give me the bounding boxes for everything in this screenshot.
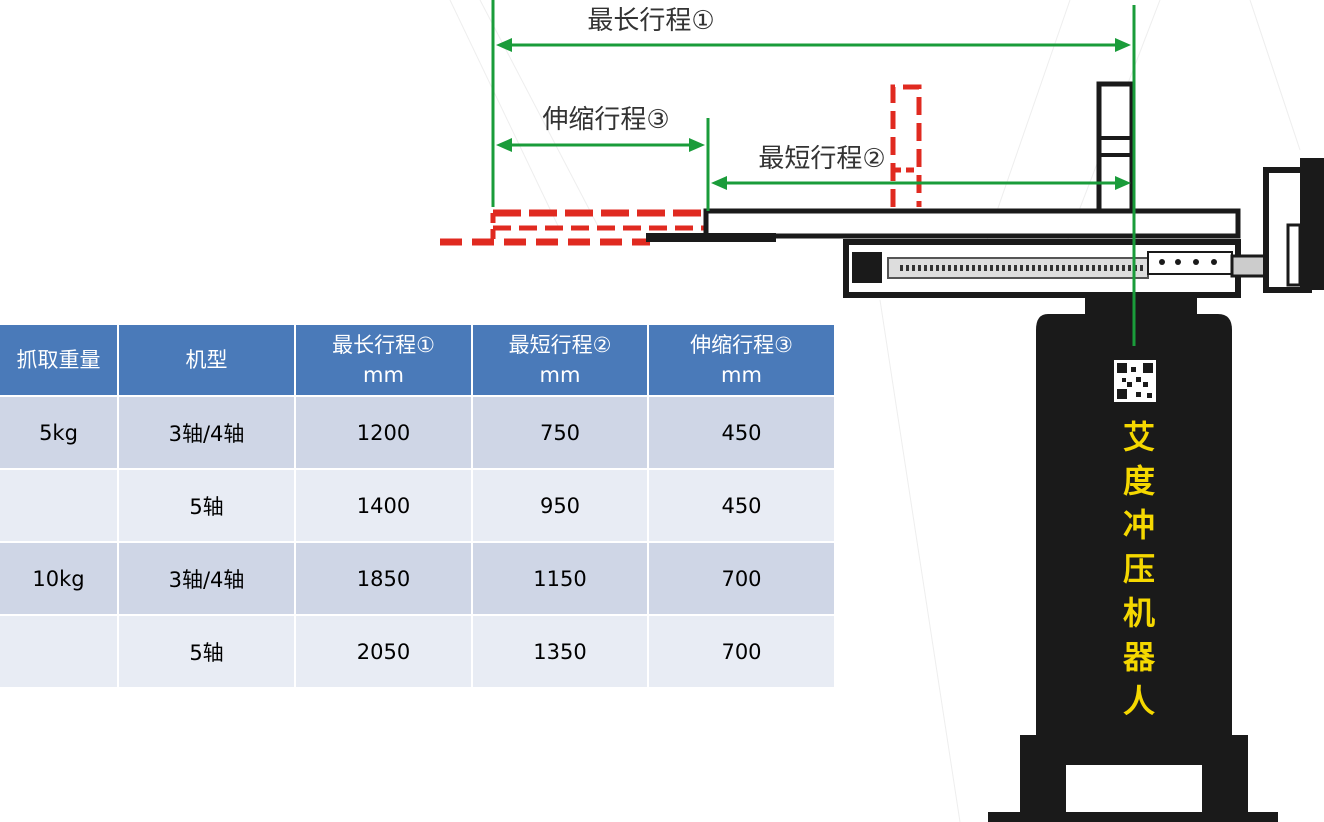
table-row: 5轴 2050 1350 700	[0, 616, 836, 689]
shortest-stroke-label: 最短行程②	[758, 144, 885, 174]
table-cell: 5轴	[119, 616, 296, 689]
table-cell: 5轴	[119, 470, 296, 543]
table-cell: 10kg	[0, 543, 119, 616]
table-cell: 950	[473, 470, 649, 543]
table-cell: 2050	[296, 616, 473, 689]
table-cell: 1200	[296, 397, 473, 470]
table-cell: 1850	[296, 543, 473, 616]
brand-char: 机	[1123, 594, 1155, 632]
table-cell	[0, 616, 119, 689]
header-grip-weight: 抓取重量	[0, 325, 119, 397]
robot-pedestal	[988, 293, 1278, 822]
stroke-spec-table: 抓取重量 机型 最长行程① mm 最短行程② mm 伸缩行程③ mm 5kg 3…	[0, 325, 836, 689]
table-cell: 450	[649, 397, 836, 470]
table-cell: 750	[473, 397, 649, 470]
robot-brand-lettering: 艾 度 冲 压 机 器 人	[1122, 418, 1156, 720]
dimension-lines	[491, 0, 1136, 346]
table-cell: 3轴/4轴	[119, 543, 296, 616]
table-cell	[0, 470, 119, 543]
table-cell: 450	[649, 470, 836, 543]
header-longest-stroke: 最长行程① mm	[296, 325, 473, 397]
longest-stroke-label: 最长行程①	[587, 6, 714, 36]
brand-char: 度	[1123, 462, 1155, 500]
brand-char: 压	[1123, 550, 1155, 588]
table-row: 5kg 3轴/4轴 1200 750 450	[0, 397, 836, 470]
brand-char: 冲	[1123, 506, 1155, 544]
brand-char: 人	[1123, 682, 1155, 720]
robot-arm	[646, 81, 1324, 298]
table-cell: 3轴/4轴	[119, 397, 296, 470]
brand-char: 器	[1122, 638, 1156, 676]
table-cell: 1350	[473, 616, 649, 689]
table-row: 10kg 3轴/4轴 1850 1150 700	[0, 543, 836, 616]
brand-char: 艾	[1123, 418, 1155, 456]
background-lines	[449, 0, 1301, 822]
header-telescopic-stroke: 伸缩行程③ mm	[649, 325, 836, 397]
header-model: 机型	[119, 325, 296, 397]
table-cell: 700	[649, 543, 836, 616]
telescopic-stroke-label: 伸缩行程③	[542, 105, 669, 135]
table-cell: 5kg	[0, 397, 119, 470]
table-cell: 1150	[473, 543, 649, 616]
table-cell: 1400	[296, 470, 473, 543]
table-row: 5轴 1400 950 450	[0, 470, 836, 543]
table-cell: 700	[649, 616, 836, 689]
table-header-row: 抓取重量 机型 最长行程① mm 最短行程② mm 伸缩行程③ mm	[0, 325, 836, 397]
header-shortest-stroke: 最短行程② mm	[473, 325, 649, 397]
